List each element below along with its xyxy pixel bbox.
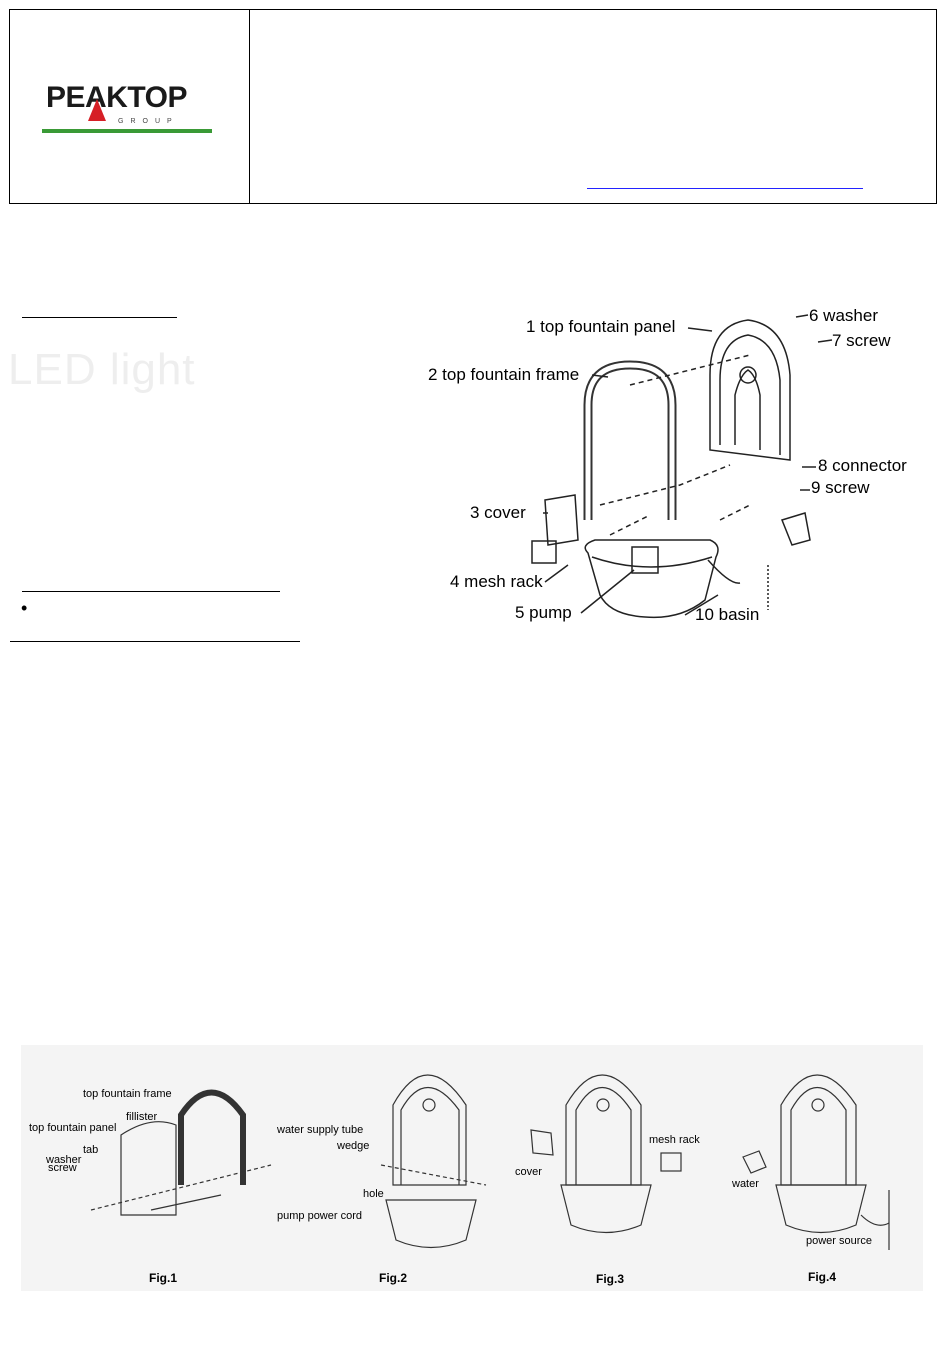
label-cover: 3 cover (470, 503, 526, 522)
fig1-caption: Fig.1 (149, 1271, 177, 1285)
fig1-label-washer: washer (45, 1154, 82, 1166)
bullet-point: • (21, 598, 28, 618)
logo-triangle-icon (88, 99, 106, 121)
label-top-fountain-frame: 2 top fountain frame (428, 365, 579, 384)
label-basin: 10 basin (695, 605, 759, 624)
fig1-label-tab: tab (83, 1144, 98, 1156)
mesh-rack-part (531, 540, 557, 564)
assembly-figures (21, 1045, 923, 1291)
label-top-fountain-panel: 1 top fountain panel (526, 317, 675, 336)
fig4-label-power: power source (806, 1235, 872, 1247)
cover-part (544, 494, 579, 546)
pump-part (631, 546, 659, 574)
fig1-label-frame: top fountain frame (83, 1088, 172, 1100)
led-heading: LED light (8, 345, 196, 394)
fig3-label-cover: cover (515, 1166, 542, 1178)
label-pump: 5 pump (515, 603, 572, 622)
label-washer: 6 washer (809, 306, 878, 325)
fig3-caption: Fig.3 (596, 1272, 624, 1286)
fig2-label-wedge: wedge (336, 1140, 369, 1152)
fig1-label-fillister: fillister (126, 1111, 158, 1123)
exploded-diagram: 1 top fountain panel 2 top fountain fram… (428, 306, 907, 624)
fig2-label-hole: hole (363, 1188, 384, 1200)
fig2-label-tube: water supply tube (276, 1124, 363, 1136)
header-divider (249, 9, 250, 204)
panel-outline (709, 319, 791, 461)
header-table (9, 9, 937, 204)
fig4-label-water: water (731, 1178, 759, 1190)
basin-outline (584, 539, 719, 619)
fig3-label-mesh-rack: mesh rack (649, 1134, 700, 1146)
fig4-caption: Fig.4 (808, 1270, 836, 1284)
logo-subtext: GROUP (118, 118, 179, 125)
heading-rule (10, 641, 300, 642)
assembly-figures-drawing: top fountain frame fillister top fountai… (29, 1074, 890, 1286)
heading-rule (22, 317, 177, 318)
label-screw-9: 9 screw (811, 478, 870, 497)
fig2-caption: Fig.2 (379, 1271, 407, 1285)
logo-text: PEAKTOP (46, 81, 187, 114)
label-connector: 8 connector (818, 456, 907, 475)
fig1-label-panel: top fountain panel (29, 1122, 116, 1134)
logo-bar (42, 129, 212, 133)
label-mesh-rack: 4 mesh rack (450, 572, 543, 591)
header-link-underline[interactable] (587, 188, 863, 189)
fig2-label-cord: pump power cord (277, 1210, 362, 1222)
fig1-label-screw: screw (48, 1162, 77, 1174)
label-screw-7: 7 screw (832, 331, 891, 350)
heading-rule (22, 591, 280, 592)
